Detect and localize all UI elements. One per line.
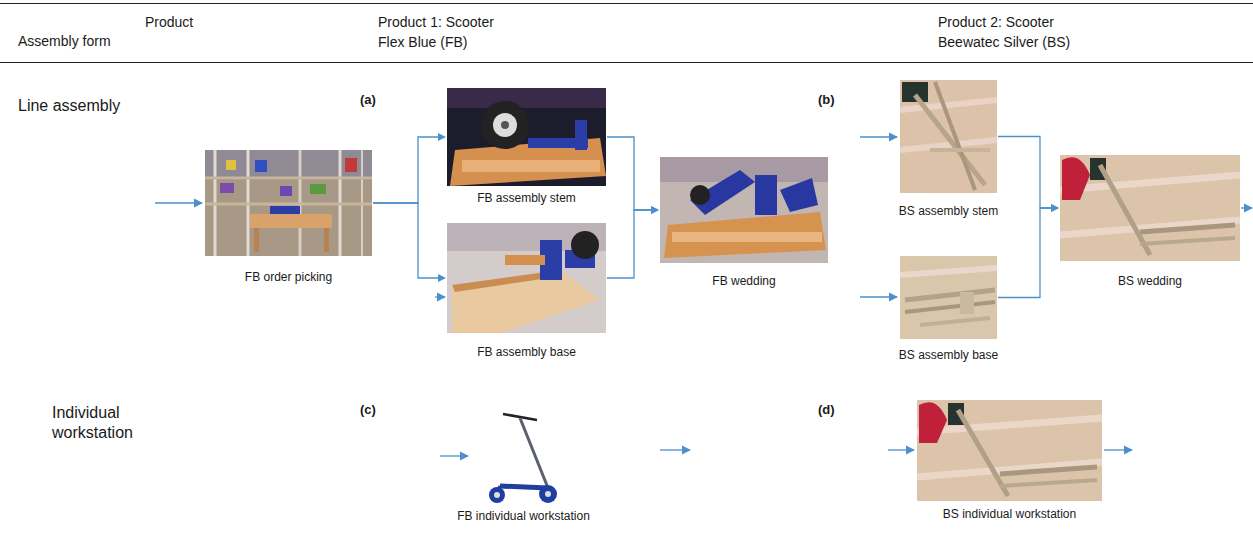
flow-connector bbox=[607, 206, 659, 278]
photo-step-box: FB assembly base bbox=[447, 223, 606, 333]
photo-step-box: BS assembly stem bbox=[900, 80, 997, 193]
connector-line bbox=[607, 137, 652, 210]
photo-step-box: BS assembly base bbox=[900, 256, 997, 339]
step-caption: BS assembly base bbox=[899, 348, 998, 362]
header-label: Product bbox=[145, 14, 193, 30]
arrow-head bbox=[1051, 204, 1059, 212]
photo-assembly-stem bbox=[447, 88, 606, 186]
flow-connector bbox=[998, 137, 1059, 213]
header-label: Individual workstation bbox=[52, 403, 152, 443]
flow-arrow bbox=[155, 137, 1252, 456]
step-caption: BS wedding bbox=[1118, 274, 1182, 288]
step-caption: FB assembly base bbox=[477, 345, 576, 359]
connector-line bbox=[607, 210, 652, 278]
header-label: Assembly form bbox=[18, 33, 111, 49]
table-rule bbox=[0, 3, 1253, 4]
scooter-illustration bbox=[487, 408, 560, 505]
arrow-head bbox=[651, 206, 659, 214]
arrow-head bbox=[1051, 204, 1059, 212]
arrow-head bbox=[438, 133, 446, 141]
step-caption: BS assembly stem bbox=[899, 204, 998, 218]
step-caption: FB order picking bbox=[245, 270, 332, 284]
connector-line bbox=[373, 203, 439, 278]
table-rule bbox=[0, 62, 1253, 63]
photo-order-picking bbox=[205, 150, 372, 256]
connector-line bbox=[373, 137, 439, 203]
panel-letter: (a) bbox=[360, 92, 376, 107]
photo-step-box: FB wedding bbox=[660, 157, 828, 263]
photo-step-box: BS individual workstation bbox=[917, 400, 1102, 501]
photo-assembly-base bbox=[447, 223, 606, 333]
flow-connector bbox=[373, 133, 446, 203]
panel-letter: (b) bbox=[818, 92, 835, 107]
photo-step-box: FB assembly stem bbox=[447, 88, 606, 186]
connector-line bbox=[998, 208, 1052, 298]
photo-bs-wedding bbox=[1060, 155, 1240, 261]
step-caption: FB assembly stem bbox=[477, 191, 576, 205]
flow-connector bbox=[998, 204, 1059, 298]
arrow-head bbox=[651, 206, 659, 214]
photo-step-box: BS wedding bbox=[1060, 155, 1240, 261]
step-caption: FB wedding bbox=[712, 274, 775, 288]
connector-line bbox=[998, 137, 1052, 209]
arrow-head bbox=[438, 274, 446, 282]
flow-connector bbox=[373, 203, 446, 282]
header-label: Product 2: Scooter Beewatec Silver (BS) bbox=[938, 12, 1086, 52]
photo-bs-stem bbox=[900, 80, 997, 193]
photo-wedding bbox=[660, 157, 828, 263]
header-label: Line assembly bbox=[18, 97, 120, 115]
panel-letter: (c) bbox=[360, 402, 376, 417]
flow-connector bbox=[607, 137, 659, 214]
step-caption: FB individual workstation bbox=[457, 509, 590, 523]
panel-letter: (d) bbox=[818, 402, 835, 417]
step-caption: BS individual workstation bbox=[943, 507, 1076, 521]
header-label: Product 1: Scooter Flex Blue (FB) bbox=[378, 12, 513, 52]
photo-bs-individual bbox=[917, 400, 1102, 501]
photo-bs-base bbox=[900, 256, 997, 339]
photo-step-box: FB individual workstation bbox=[487, 408, 560, 505]
photo-step-box: FB order picking bbox=[205, 150, 372, 256]
